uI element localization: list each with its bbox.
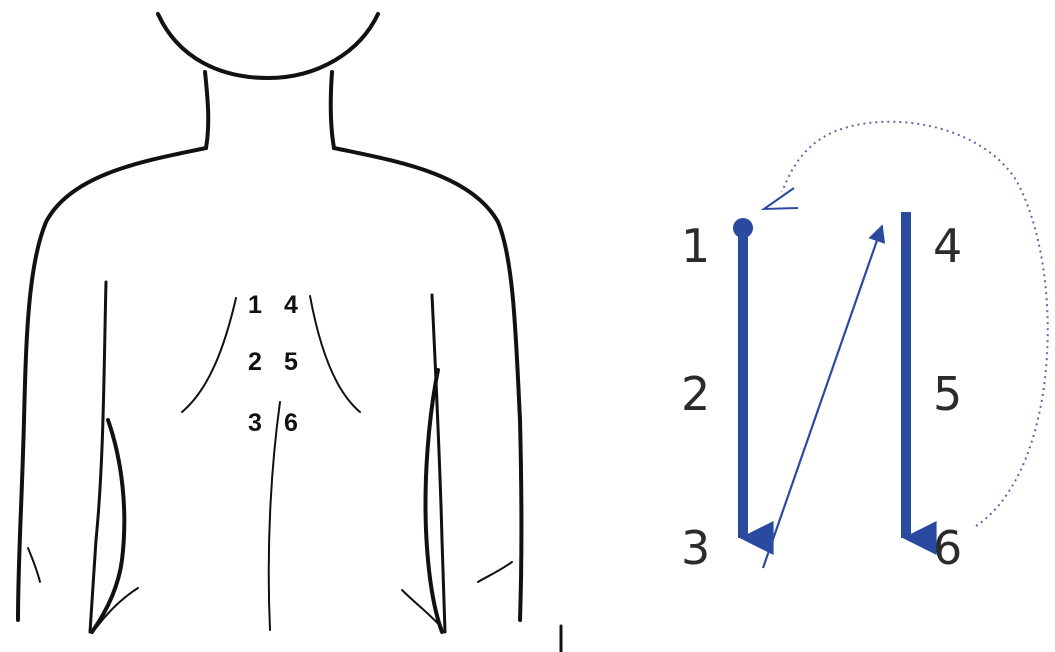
- seq-label-4: 4: [933, 219, 962, 273]
- right-side-line: [432, 295, 445, 632]
- left-elbow-mark: [28, 548, 40, 582]
- back-torso-figure: 1 4 2 5 3 6: [18, 14, 561, 652]
- right-elbow-mark: [478, 562, 512, 582]
- right-scapula-line: [310, 296, 360, 412]
- return-arrow-6-to-1: [782, 122, 1048, 526]
- body-point-4: 4: [284, 291, 298, 319]
- arrow-3-to-4: [763, 226, 882, 568]
- spine-line: [269, 402, 280, 630]
- seq-label-1: 1: [681, 219, 710, 273]
- left-hand-stroke: [96, 588, 138, 628]
- seq-label-2: 2: [681, 367, 710, 421]
- neck-right-line: [331, 72, 334, 148]
- sequence-diagram: 1 2 3 4 5 6: [681, 122, 1048, 575]
- body-point-2: 2: [248, 348, 262, 376]
- seq-label-5: 5: [933, 367, 962, 421]
- left-shoulder-arm-outline: [18, 148, 206, 620]
- body-point-6: 6: [284, 409, 298, 437]
- neck-left-line: [205, 72, 208, 148]
- body-point-5: 5: [284, 348, 298, 376]
- seq-label-6: 6: [933, 521, 962, 575]
- body-point-3: 3: [248, 409, 262, 437]
- left-side-line: [90, 282, 106, 632]
- return-arrow-head: [764, 188, 798, 209]
- left-scapula-line: [182, 298, 236, 412]
- seq-label-3: 3: [681, 521, 710, 575]
- neck-collar-line: [158, 14, 378, 78]
- body-point-1: 1: [248, 291, 262, 319]
